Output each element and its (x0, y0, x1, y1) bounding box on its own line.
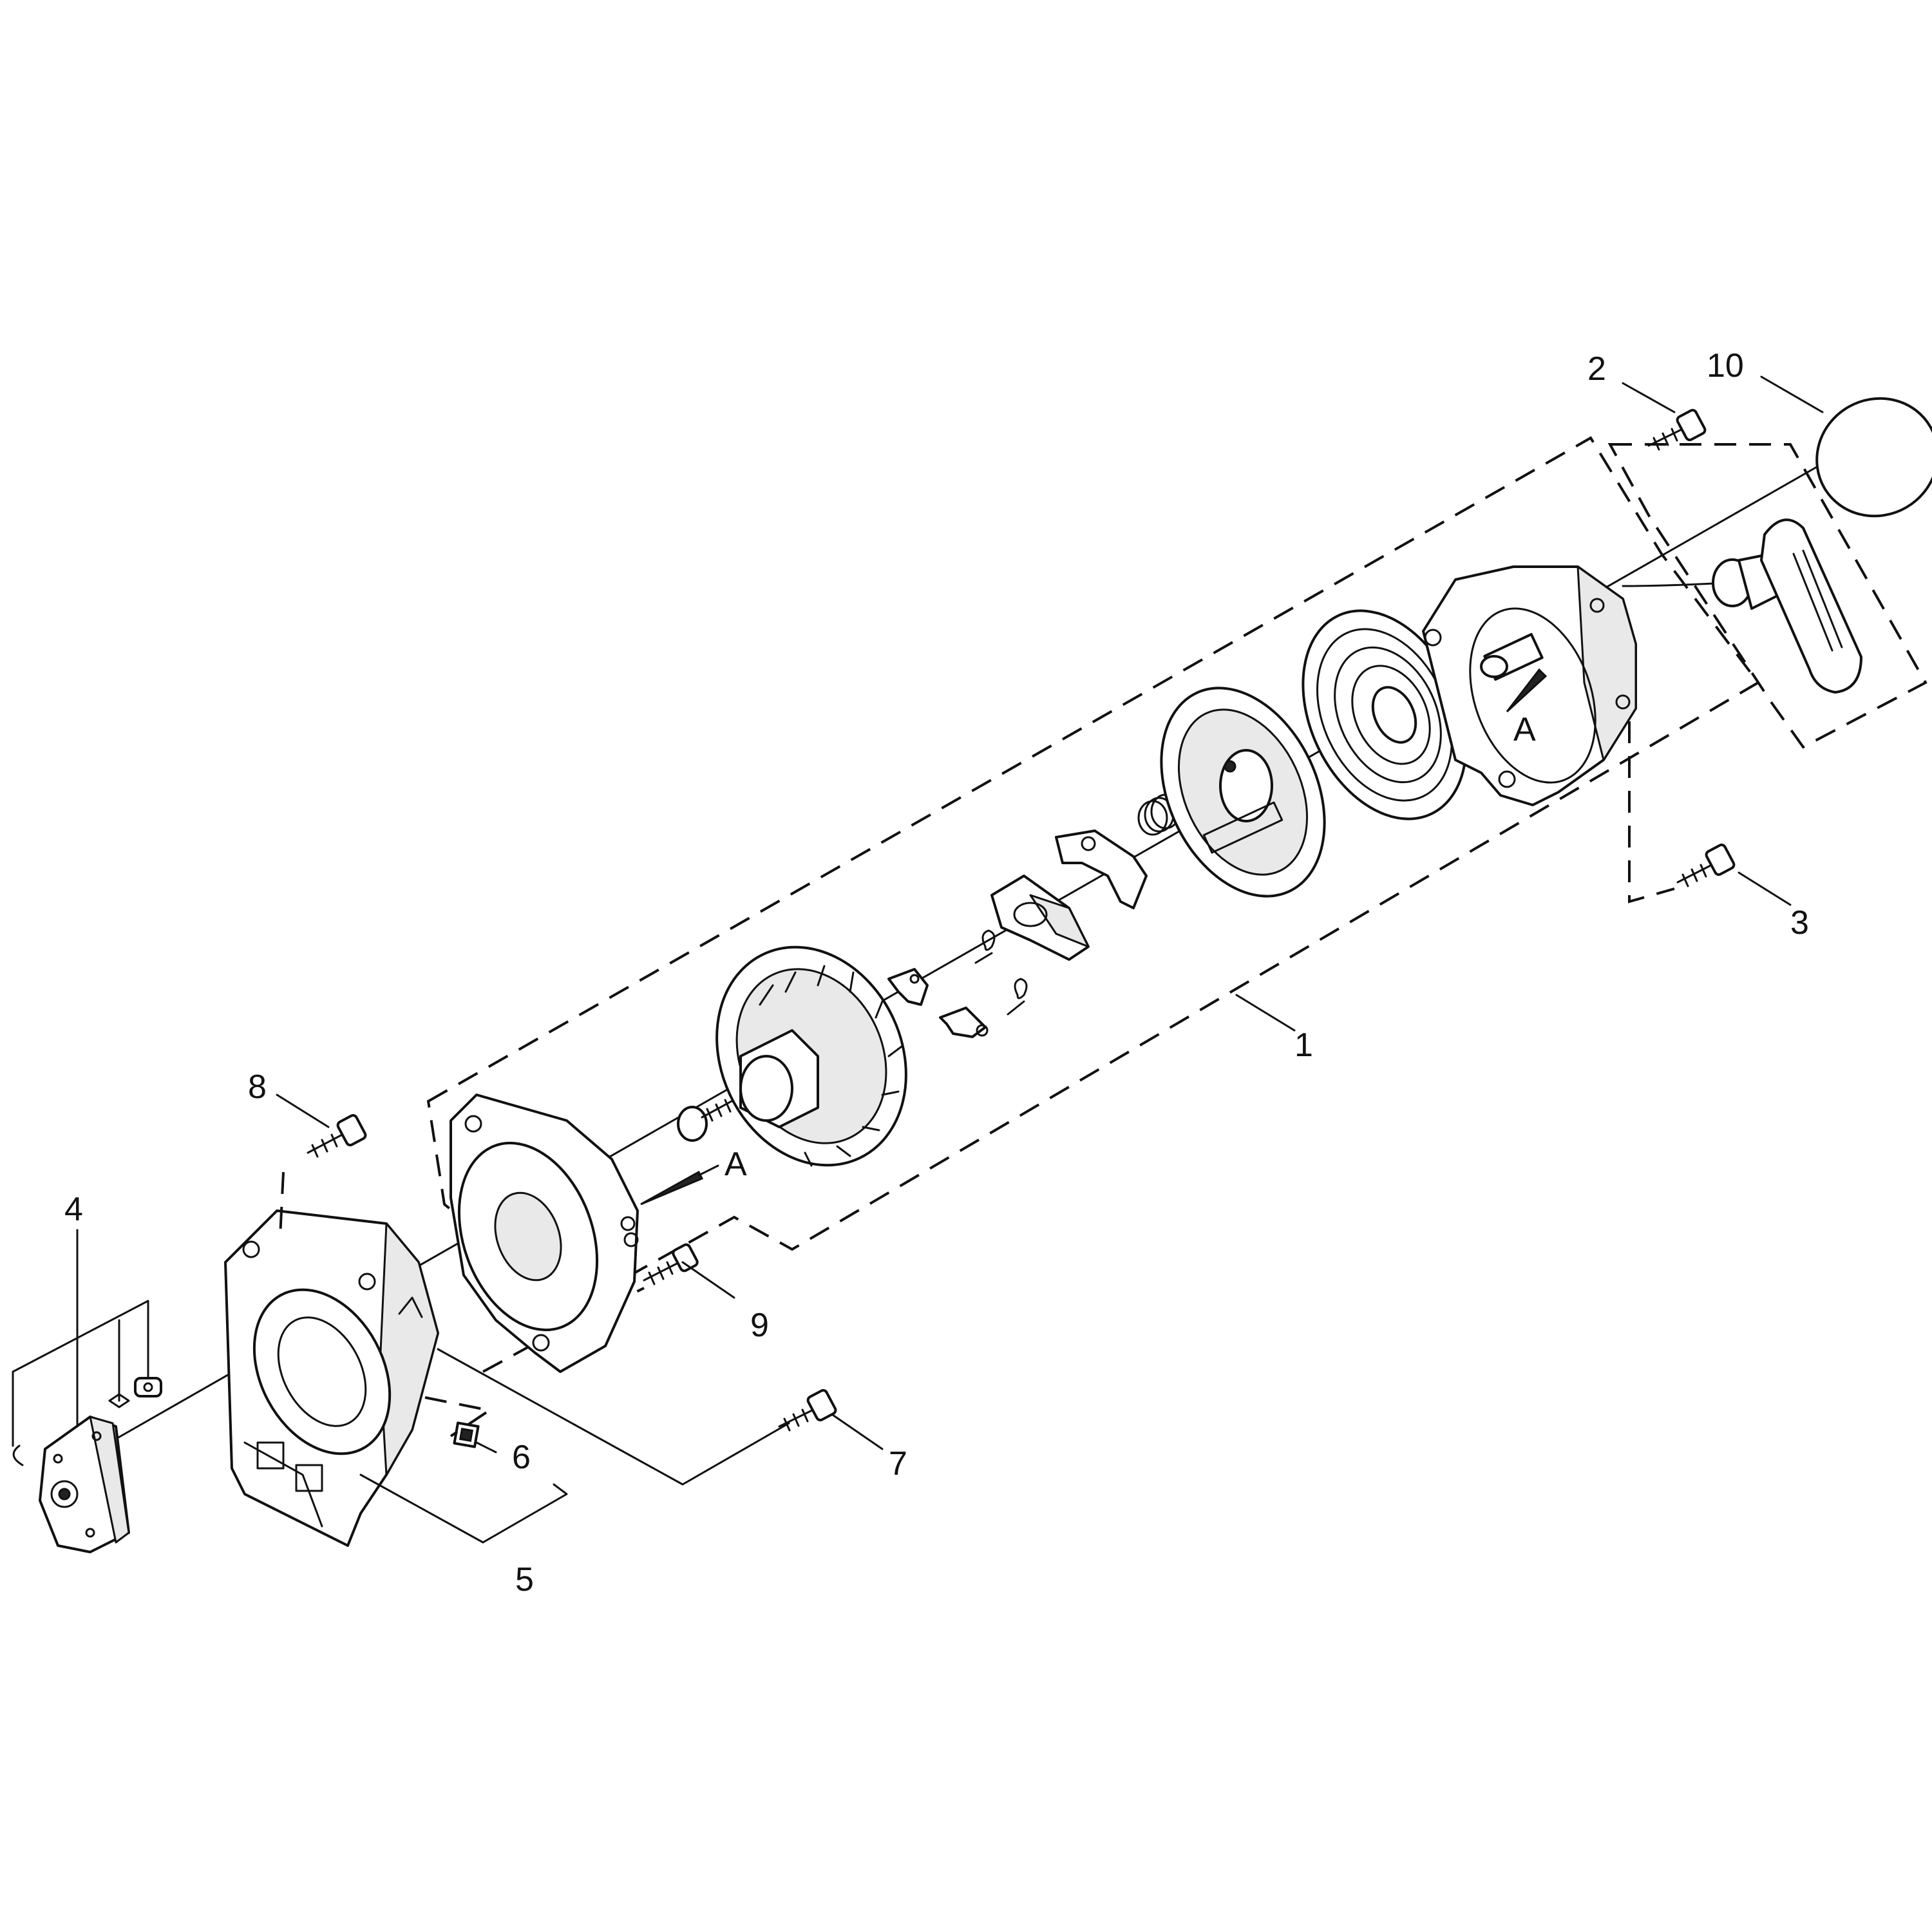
part-3-dashed-leader (1628, 721, 1675, 904)
pawl-upper (887, 968, 929, 1006)
callout-10: 10 (1707, 347, 1744, 384)
starter-rope (1622, 582, 1727, 587)
part-4-end-cover (39, 1416, 130, 1553)
part-4-small-parts (12, 1377, 162, 1466)
callout-8: 8 (248, 1068, 267, 1106)
leader-9 (681, 1261, 735, 1299)
part-3-screw (1676, 843, 1736, 887)
part-7-screw (778, 1388, 837, 1432)
leader-2 (1622, 382, 1676, 413)
pawl-spring-lower (1007, 978, 1028, 1016)
ratchet-pulley (715, 945, 907, 1167)
view-arrow-rear (1506, 668, 1548, 713)
callout-9: 9 (750, 1307, 769, 1344)
callout-4: 4 (64, 1191, 83, 1228)
part-6-square-nut (453, 1421, 480, 1448)
rope-reel (1160, 687, 1326, 898)
leader-5 (359, 1473, 484, 1544)
view-marker-a-front: A (724, 1146, 747, 1183)
leader-5-bracket (482, 1483, 568, 1544)
callout-2: 2 (1587, 350, 1606, 388)
leader-1 (1235, 994, 1296, 1032)
pawl-spring-upper (974, 929, 996, 964)
leader-7-bracket (437, 1348, 790, 1486)
pawl-retainer (990, 875, 1090, 961)
pawl-lower (939, 1007, 989, 1038)
callout-1: 1 (1294, 1027, 1313, 1064)
starter-handle (1712, 518, 1862, 694)
callout-6: 6 (512, 1439, 531, 1476)
leader-10 (1760, 375, 1824, 413)
view-marker-a-rear: A (1513, 711, 1536, 748)
part-2-screw (1647, 408, 1707, 451)
part-6-dashed-leader (424, 1396, 493, 1437)
view-arrow-front-tail (697, 1164, 719, 1177)
center-bolt (677, 1097, 739, 1142)
callout-3: 3 (1790, 904, 1809, 942)
part-8-screw (307, 1113, 367, 1158)
leader-8 (276, 1094, 330, 1128)
leader-3 (1738, 871, 1792, 906)
callout-7: 7 (889, 1445, 907, 1482)
callout-5: 5 (515, 1561, 534, 1598)
cam-lever (1055, 829, 1148, 909)
leader-7 (829, 1412, 884, 1450)
part-10-decal (1815, 397, 1932, 518)
part-4-leader-bracket (12, 1300, 149, 1447)
part-8-dashed-leader (279, 1171, 285, 1237)
part-9-screw (643, 1243, 699, 1285)
handle-dashed-outline (1607, 443, 1927, 749)
leader-6 (475, 1441, 497, 1454)
part-5-housing (224, 1209, 439, 1547)
starter-plate (450, 1094, 639, 1373)
view-arrow-front (640, 1170, 704, 1206)
